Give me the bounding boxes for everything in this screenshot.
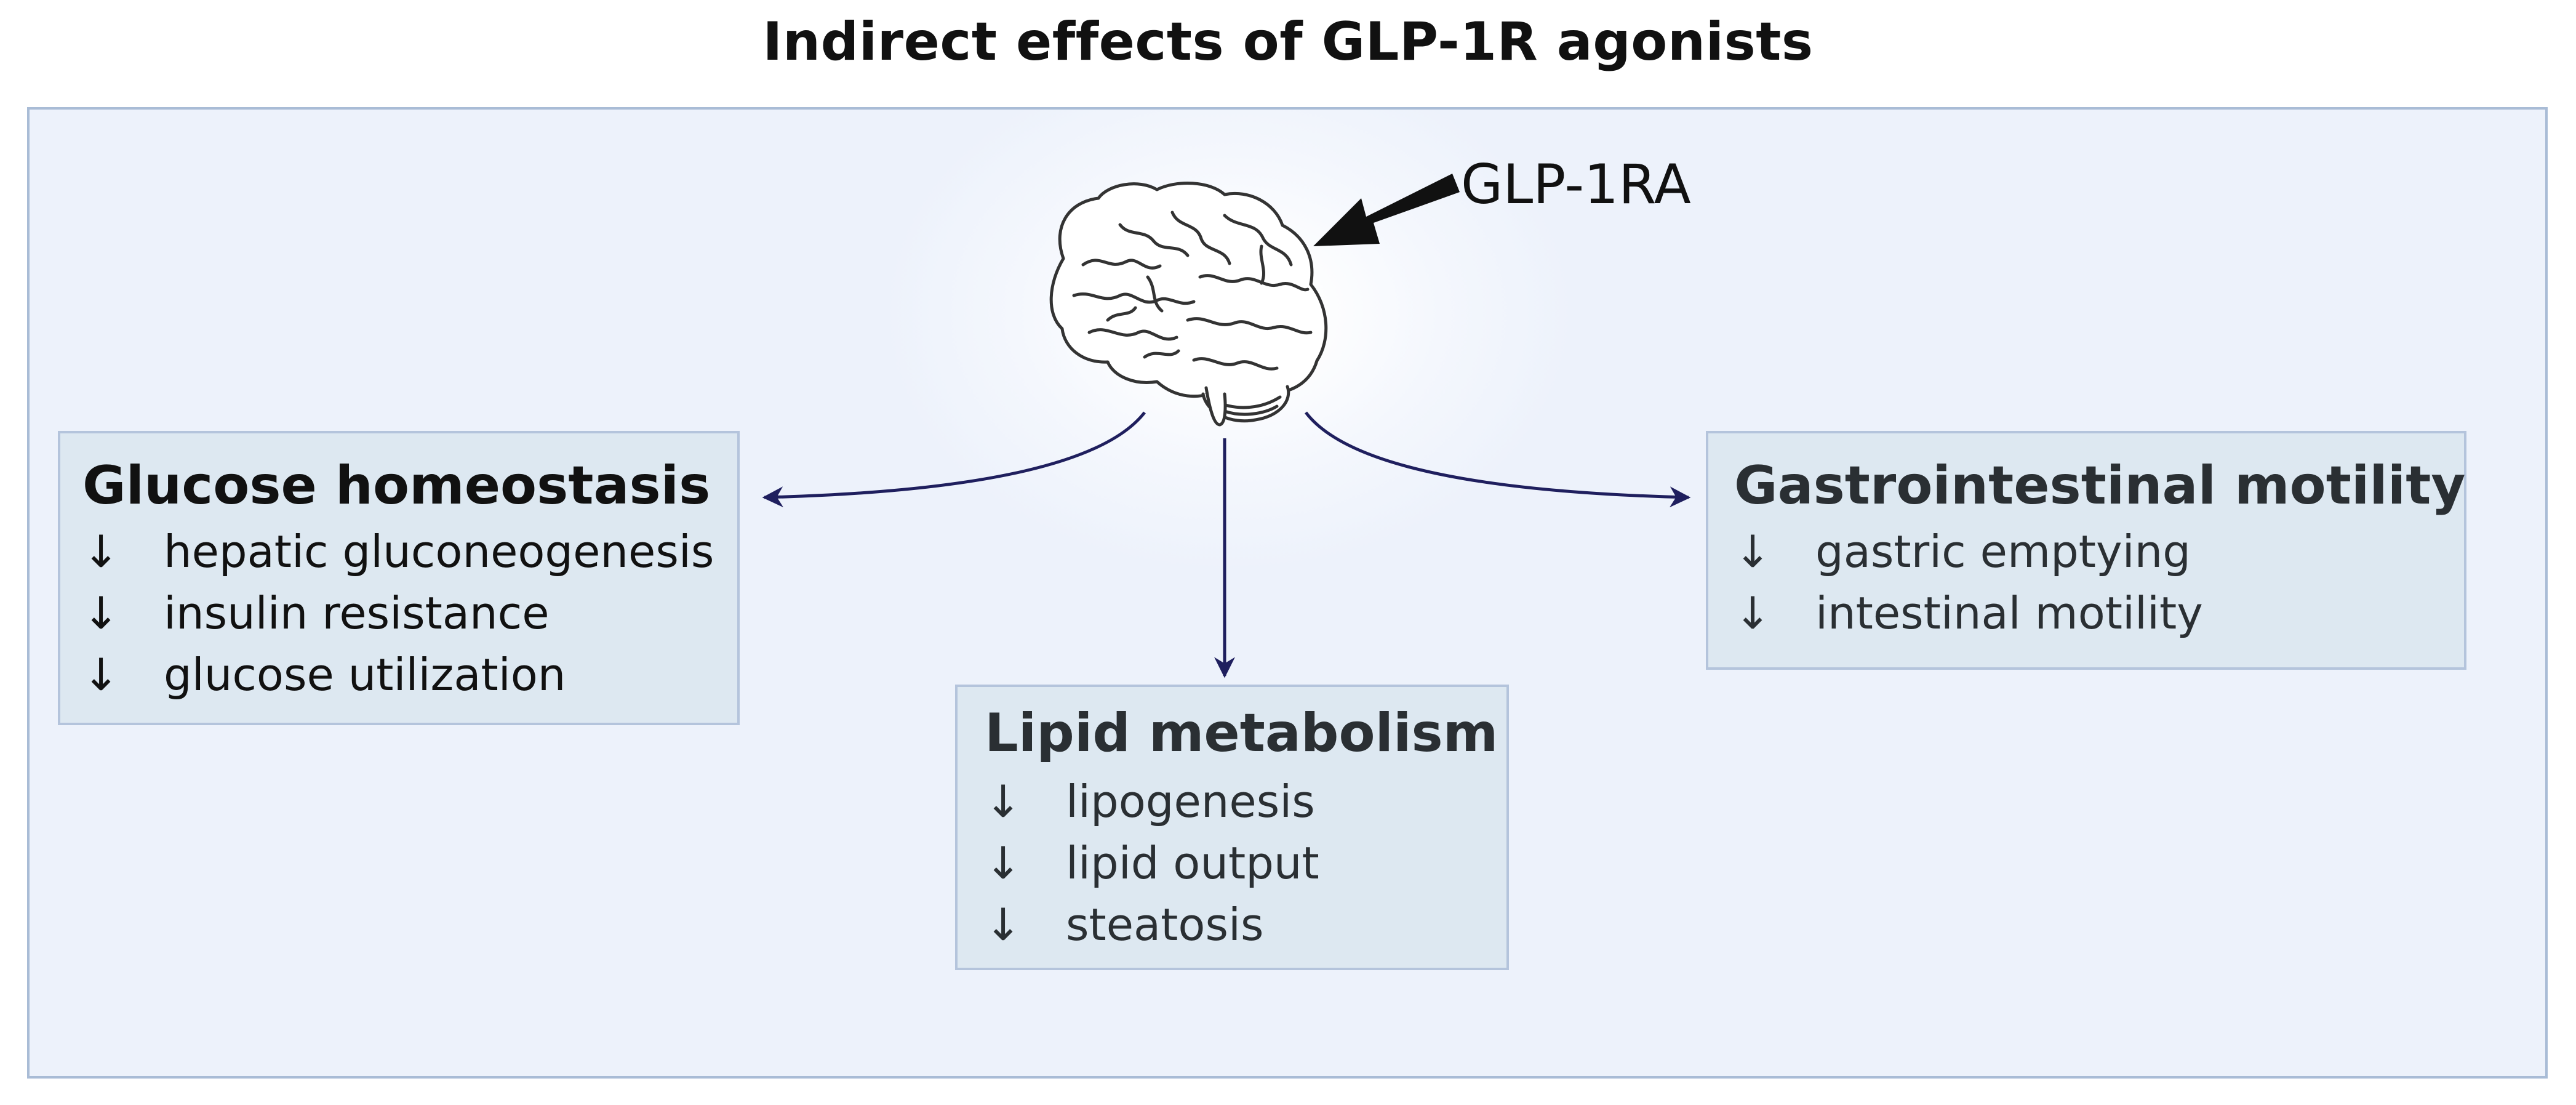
box-heading: Glucose homeostasis bbox=[82, 455, 711, 516]
down-arrow-icon: ↓ bbox=[985, 837, 1022, 889]
list-item: ↓intestinal motility bbox=[1734, 582, 2464, 644]
down-arrow-icon: ↓ bbox=[82, 649, 120, 701]
down-arrow-icon: ↓ bbox=[82, 526, 120, 577]
arrow-to-glucose bbox=[762, 411, 1146, 508]
lipid-metabolism-box: Lipid metabolism ↓lipogenesis ↓lipid out… bbox=[955, 685, 1509, 970]
down-arrow-icon: ↓ bbox=[1734, 526, 1772, 577]
list-item: ↓insulin resistance bbox=[82, 582, 737, 644]
box-heading: Lipid metabolism bbox=[985, 702, 1498, 764]
list-item: ↓glucose utilization bbox=[82, 644, 737, 705]
list-item: ↓lipid output bbox=[985, 832, 1506, 894]
box-heading: Gastrointestinal motility bbox=[1734, 455, 2466, 516]
list-item: ↓lipogenesis bbox=[985, 771, 1506, 832]
gastrointestinal-motility-box: Gastrointestinal motility ↓gastric empty… bbox=[1706, 431, 2466, 670]
brain-icon bbox=[1049, 182, 1328, 427]
down-arrow-icon: ↓ bbox=[985, 899, 1022, 950]
list-item: ↓hepatic gluconeogenesis bbox=[82, 521, 737, 582]
effect-list: ↓lipogenesis ↓lipid output ↓steatosis bbox=[985, 771, 1506, 955]
diagram-title: Indirect effects of GLP-1R agonists bbox=[762, 11, 1814, 73]
arrow-to-gi bbox=[1305, 411, 1691, 508]
effect-list: ↓gastric emptying ↓intestinal motility bbox=[1734, 521, 2464, 644]
down-arrow-icon: ↓ bbox=[82, 587, 120, 639]
pointer-arrow-icon bbox=[1313, 174, 1460, 246]
effect-list: ↓hepatic gluconeogenesis ↓insulin resist… bbox=[82, 521, 737, 705]
list-item: ↓gastric emptying bbox=[1734, 521, 2464, 582]
list-item: ↓steatosis bbox=[985, 894, 1506, 955]
glp1ra-label: GLP-1RA bbox=[1461, 153, 1691, 216]
down-arrow-icon: ↓ bbox=[985, 776, 1022, 827]
glucose-homeostasis-box: Glucose homeostasis ↓hepatic gluconeogen… bbox=[58, 431, 740, 725]
down-arrow-icon: ↓ bbox=[1734, 587, 1772, 639]
